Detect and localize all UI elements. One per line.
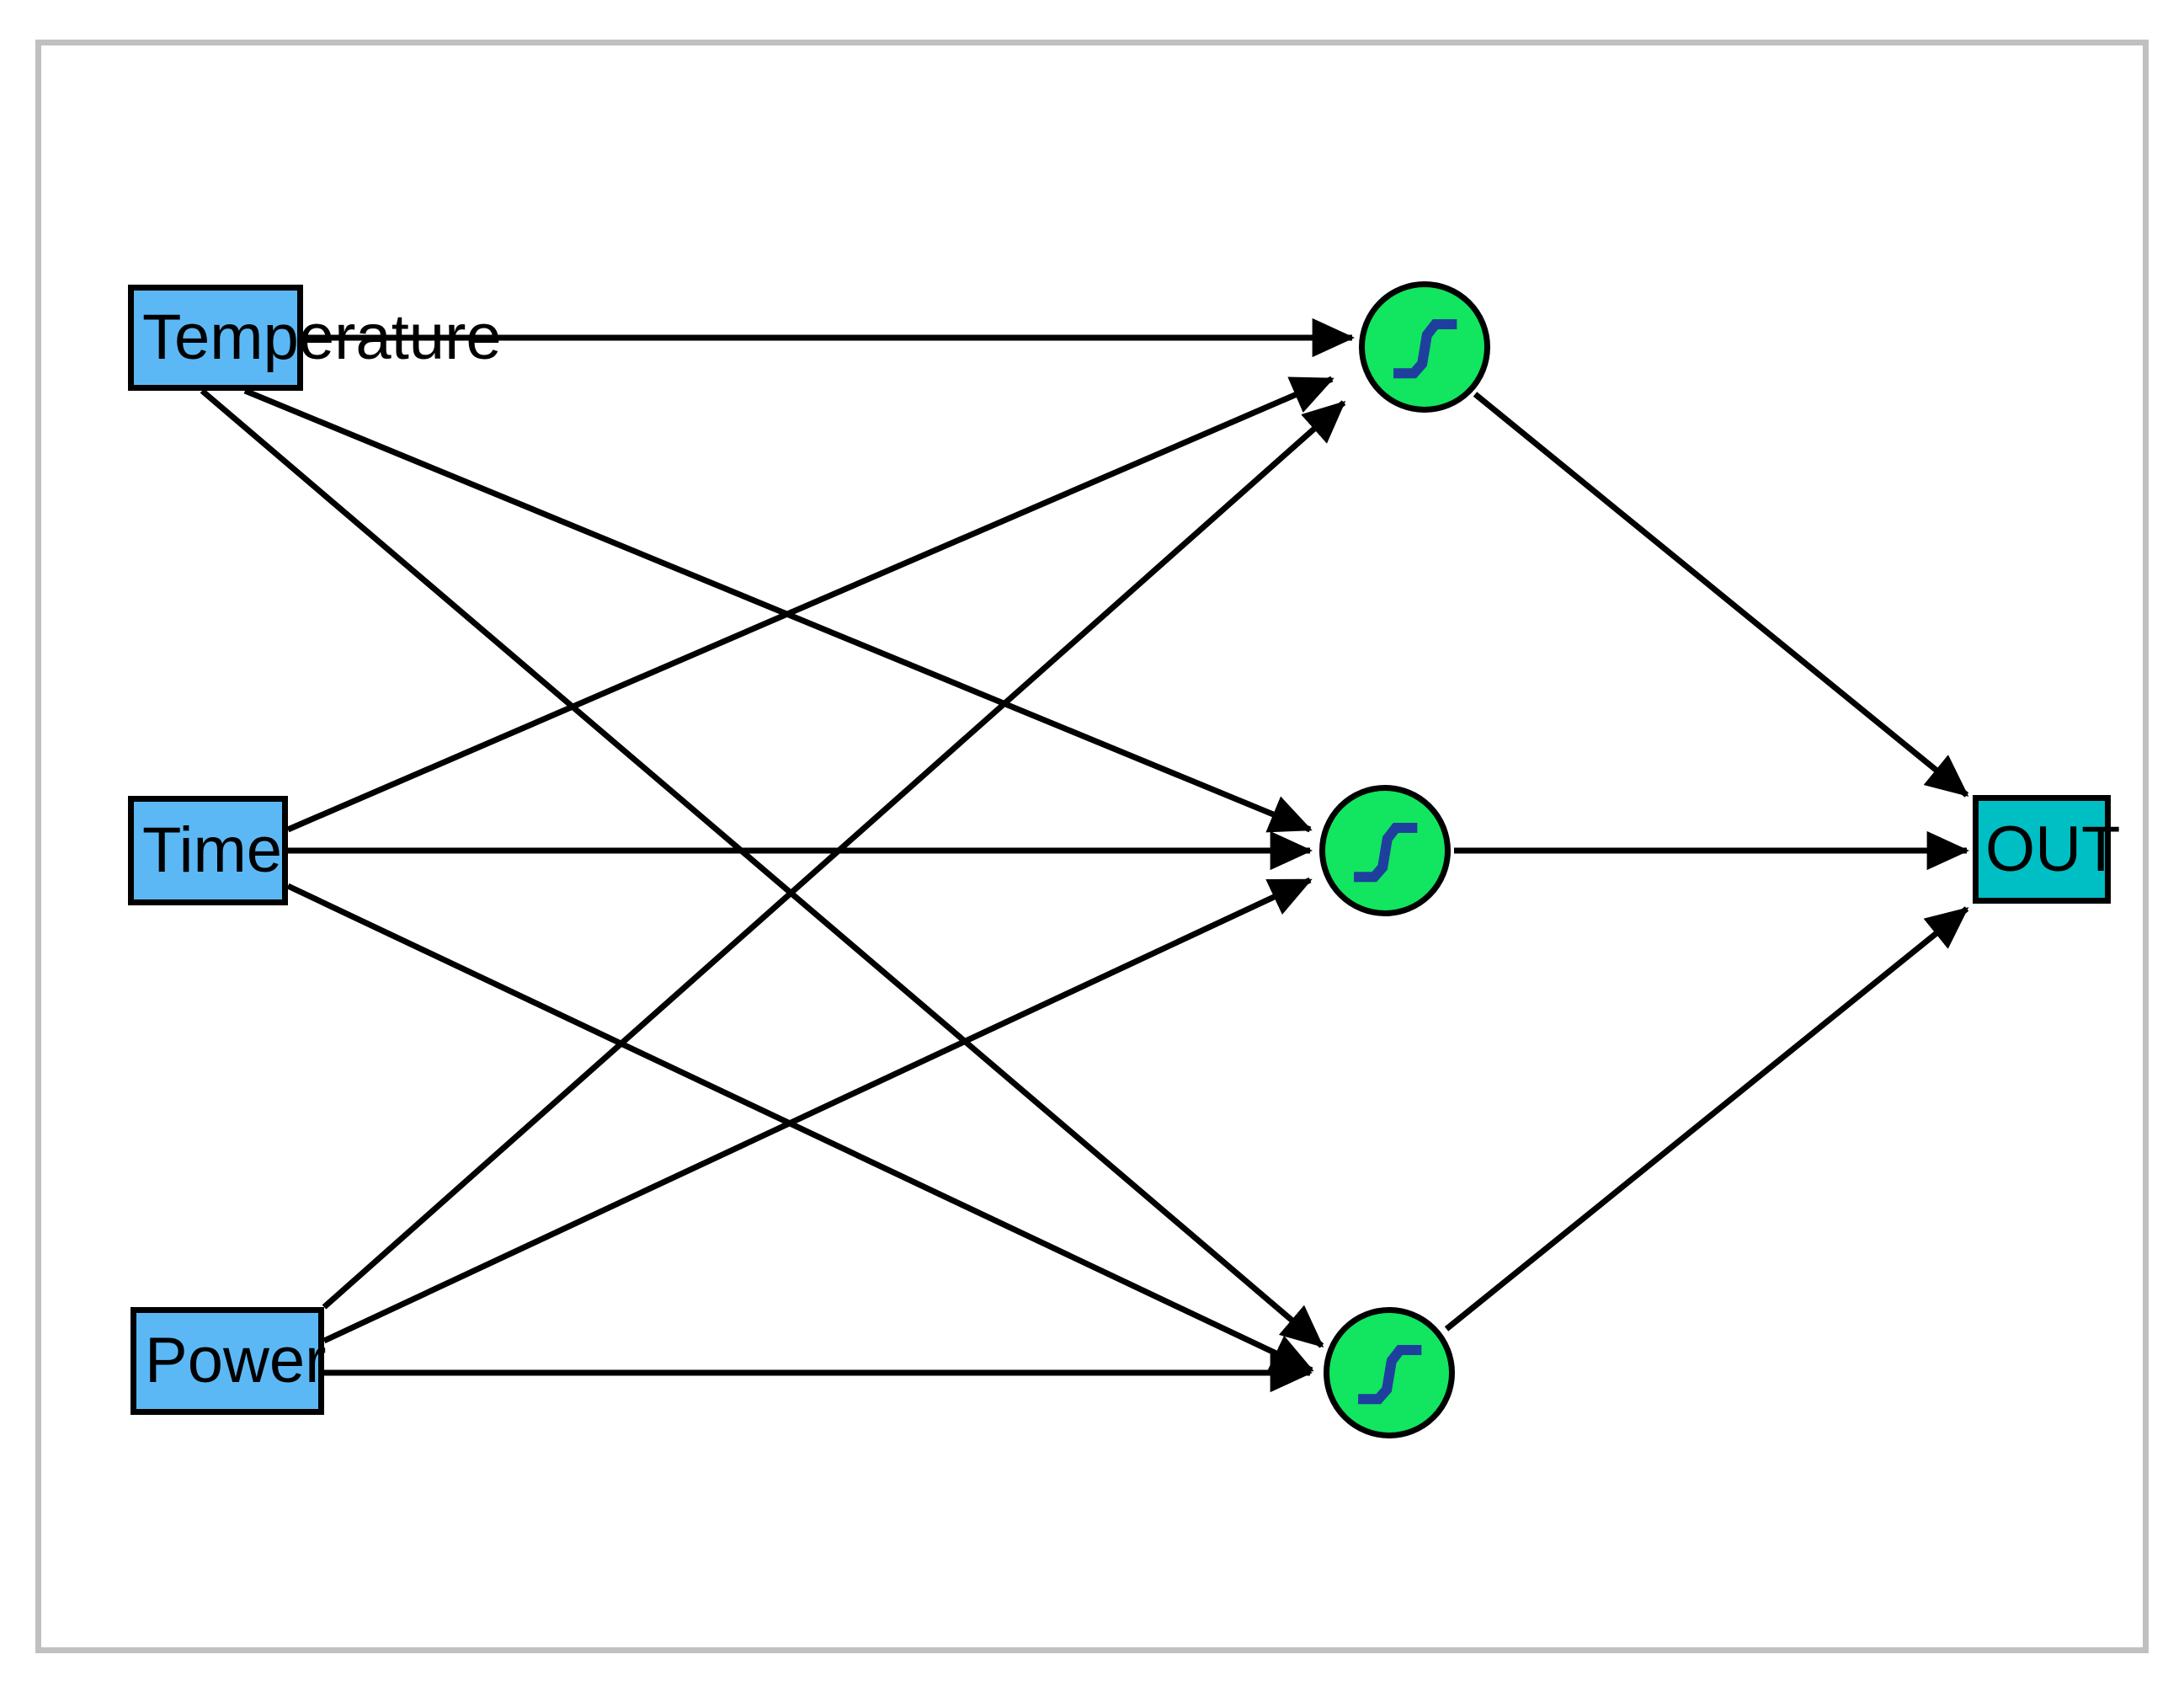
input-node-temperature-label: Temperature	[142, 302, 502, 373]
edge-h1-out	[1473, 392, 1969, 798]
sigmoid-icon	[1393, 318, 1457, 379]
output-node-out[interactable]: OUT	[1973, 795, 2120, 904]
input-node-power-label: Power	[145, 1325, 327, 1396]
input-node-temperature[interactable]: Temperature	[128, 285, 502, 391]
input-node-power[interactable]: Power	[131, 1307, 327, 1415]
edge-power-h1	[322, 400, 1346, 1310]
edge-temperature-h3	[200, 388, 1324, 1348]
sigmoid-icon	[1358, 1344, 1422, 1405]
hidden-neuron-2[interactable]	[1319, 785, 1451, 916]
input-node-time[interactable]: Time	[128, 796, 288, 905]
hidden-neuron-1[interactable]	[1359, 281, 1490, 413]
edge-power-h2	[322, 877, 1313, 1344]
hidden-neuron-3[interactable]	[1324, 1307, 1455, 1438]
sigmoid-icon	[1354, 822, 1418, 883]
output-node-out-label: OUT	[1985, 813, 2121, 885]
diagram-frame	[35, 40, 2149, 1653]
edge-time-h1	[286, 376, 1334, 833]
input-node-time-label: Time	[142, 814, 283, 886]
edge-temperature-h2	[243, 387, 1313, 833]
edge-time-h3	[286, 883, 1314, 1374]
edge-h3-out	[1444, 906, 1969, 1331]
